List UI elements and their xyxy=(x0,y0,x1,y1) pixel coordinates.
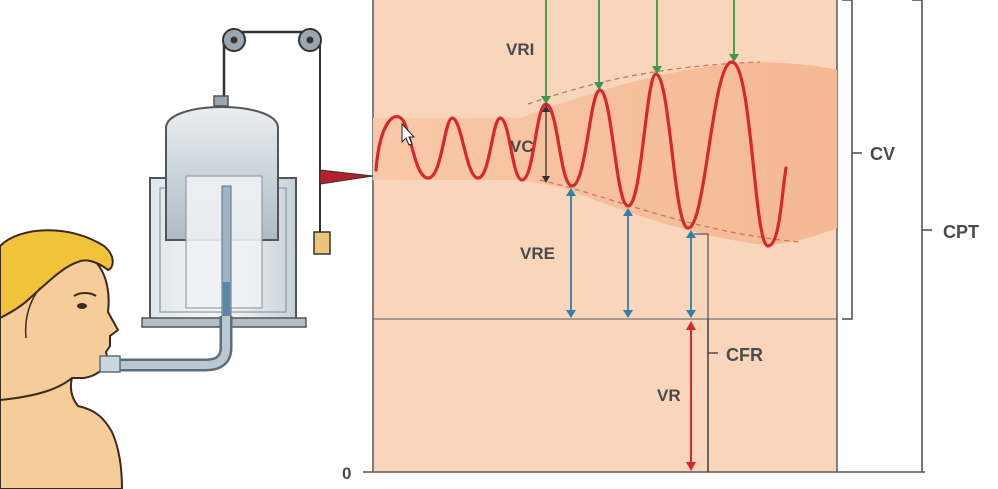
volume-graph: VRI VC VRE VR 0 xyxy=(342,0,925,483)
vital-capacity-lower-envelope xyxy=(539,179,801,243)
person-hair xyxy=(0,229,114,320)
counterweight xyxy=(313,231,331,255)
recording-pen xyxy=(319,169,374,185)
person-profile-icon xyxy=(0,229,124,489)
label-cpt: CPT xyxy=(943,222,979,242)
label-cfr: CFR xyxy=(726,345,763,365)
inspiratory-reserve-arrows xyxy=(541,0,739,104)
spirometer-icon xyxy=(112,28,374,372)
label-zero: 0 xyxy=(342,464,351,483)
mouthpiece xyxy=(99,355,121,373)
mouse-cursor-icon xyxy=(401,122,416,146)
label-vri: VRI xyxy=(506,40,534,59)
bracket-cpt xyxy=(912,0,923,472)
residual-volume-arrow xyxy=(686,321,696,471)
bracket-cv xyxy=(842,0,853,320)
tidal-volume-band xyxy=(373,62,837,245)
expiratory-reserve-arrows xyxy=(566,188,696,318)
label-vc: VC xyxy=(510,137,534,156)
label-cv: CV xyxy=(870,144,895,164)
label-vre: VRE xyxy=(520,244,555,263)
label-vr: VR xyxy=(657,386,681,405)
capacity-brackets xyxy=(707,0,932,472)
tidal-arrow xyxy=(542,105,550,183)
spirogram-trace xyxy=(374,60,788,248)
